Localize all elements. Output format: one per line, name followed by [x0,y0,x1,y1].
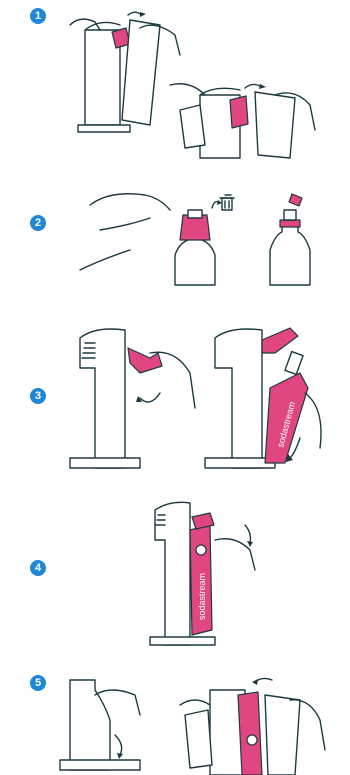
soda-machine-closing-back-2 [180,678,325,775]
soda-machine-base-bottom [60,680,140,770]
step-1-illustration [0,0,350,160]
step-1: 1 [0,0,350,160]
step-4: 4 sodastream [0,495,350,655]
step-2-illustration [0,170,350,290]
hand-removing-cap [80,194,215,285]
step-3: 3 sodastream [0,318,350,478]
soda-machine-open-back [70,12,180,132]
step-3-illustration: sodastream [0,318,350,478]
soda-machine-closing-back [170,84,315,158]
step-2: 2 [0,170,350,290]
soda-machine-with-bottle: sodastream [150,502,255,645]
step-4-illustration: sodastream [0,495,350,655]
step-5-illustration [0,670,350,775]
bottle-brand-text-2: sodastream [197,573,207,620]
soda-machine-lever-open [70,329,195,468]
trash-icon [212,195,234,210]
bottle-with-cap-removed [270,194,310,285]
soda-machine-bottle-inserting: sodastream [205,328,321,468]
step-5: 5 [0,670,350,775]
